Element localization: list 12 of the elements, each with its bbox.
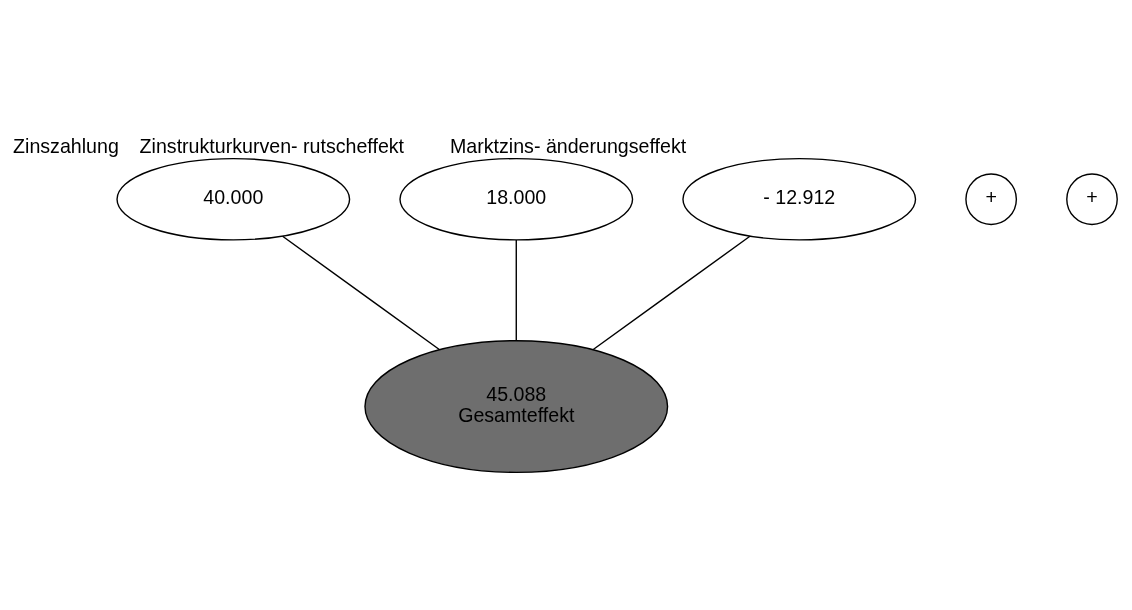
node-ellipse: 40.000	[116, 157, 351, 241]
node-circle: +	[965, 173, 1018, 226]
node-label: Zinszahlung	[13, 135, 119, 158]
node-ellipse: 18.000	[399, 157, 634, 241]
node-label: Zinstrukturkurven- rutscheffekt	[139, 135, 405, 158]
node-label: Marktzins- änderungseffekt	[450, 135, 687, 158]
connector	[515, 239, 517, 342]
connector	[281, 235, 440, 351]
node-circle: +	[1066, 173, 1118, 226]
node-ellipse: 45.088 Gesamteffekt	[364, 340, 669, 474]
connector	[592, 235, 751, 351]
node-ellipse: - 12.912	[682, 157, 917, 241]
